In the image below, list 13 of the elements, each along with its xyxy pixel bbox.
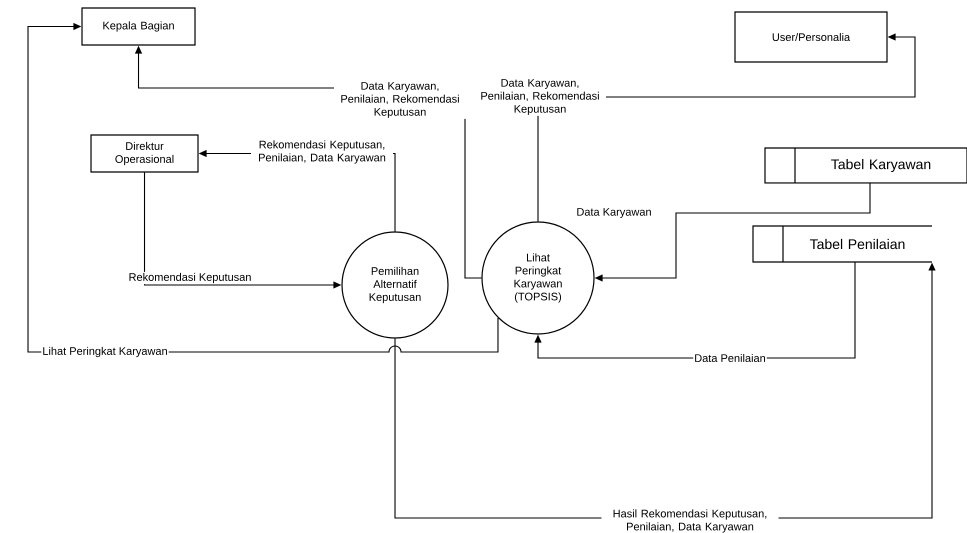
- data-store: Tabel Karyawan: [764, 147, 967, 184]
- edge-label: Rekomendasi Keputusan, Penilaian, Data Karyawan: [251, 139, 393, 165]
- edge-label: Data Karyawan: [575, 207, 653, 219]
- edge-label: Data Penilaian: [693, 352, 767, 364]
- data-store: Tabel Penilaian: [752, 225, 932, 263]
- edge-label: Lihat Peringkat Karyawan: [41, 346, 169, 358]
- entity-box: User/Personalia: [734, 11, 888, 63]
- edge-label: Rekomendasi Keputusan: [128, 272, 252, 284]
- entity-box: Direktur Operasional: [90, 134, 199, 173]
- entity-box: Kepala Bagian: [81, 7, 196, 46]
- edge-label: Hasil Rekomendasi Keputusan, Penilaian, Data Karyawan: [602, 508, 778, 533]
- edge-label: Data Karyawan, Penilaian, Rekomendasi Keputusan: [334, 81, 466, 119]
- edge-label: Data Karyawan, Penilaian, Rekomendasi Keputusan: [474, 78, 606, 116]
